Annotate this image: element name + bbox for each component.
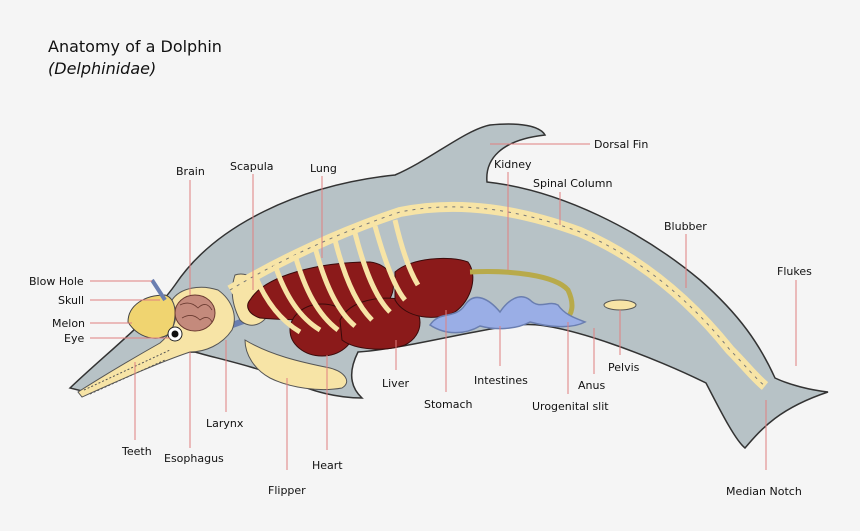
label-kidney: Kidney — [494, 158, 532, 171]
intestines — [428, 296, 587, 334]
label-teeth: Teeth — [121, 445, 152, 458]
label-pelvis: Pelvis — [608, 361, 640, 374]
pelvis — [603, 299, 637, 311]
label-blow-hole: Blow Hole — [29, 275, 84, 288]
label-intestines: Intestines — [474, 374, 528, 387]
label-larynx: Larynx — [206, 417, 244, 430]
label-urogenital-slit: Urogenital slit — [532, 400, 609, 413]
label-melon: Melon — [52, 317, 85, 330]
label-spinal-column: Spinal Column — [533, 177, 612, 190]
liver — [339, 297, 421, 350]
label-lung: Lung — [310, 162, 337, 175]
brain — [174, 294, 216, 332]
label-heart: Heart — [312, 459, 343, 472]
ribs — [252, 219, 421, 335]
label-eye: Eye — [64, 332, 84, 345]
leader-lines — [90, 143, 797, 470]
label-scapula: Scapula — [230, 160, 274, 173]
label-skull: Skull — [58, 294, 84, 307]
label-anus: Anus — [578, 379, 605, 392]
label-liver: Liver — [382, 377, 409, 390]
kidney-duct — [469, 269, 575, 323]
label-flukes: Flukes — [777, 265, 812, 278]
label-median-notch: Median Notch — [726, 485, 802, 498]
page-title: Anatomy of a Dolphin — [48, 37, 222, 56]
label-esophagus: Esophagus — [164, 452, 224, 465]
label-dorsal-fin: Dorsal Fin — [594, 138, 648, 151]
label-flipper: Flipper — [268, 484, 306, 497]
blow-hole-passage — [150, 278, 167, 302]
label-blubber: Blubber — [664, 220, 707, 233]
label-stomach: Stomach — [424, 398, 473, 411]
label-brain: Brain — [176, 165, 205, 178]
page-subtitle: (Delphinidae) — [48, 59, 157, 78]
flipper — [244, 339, 348, 391]
